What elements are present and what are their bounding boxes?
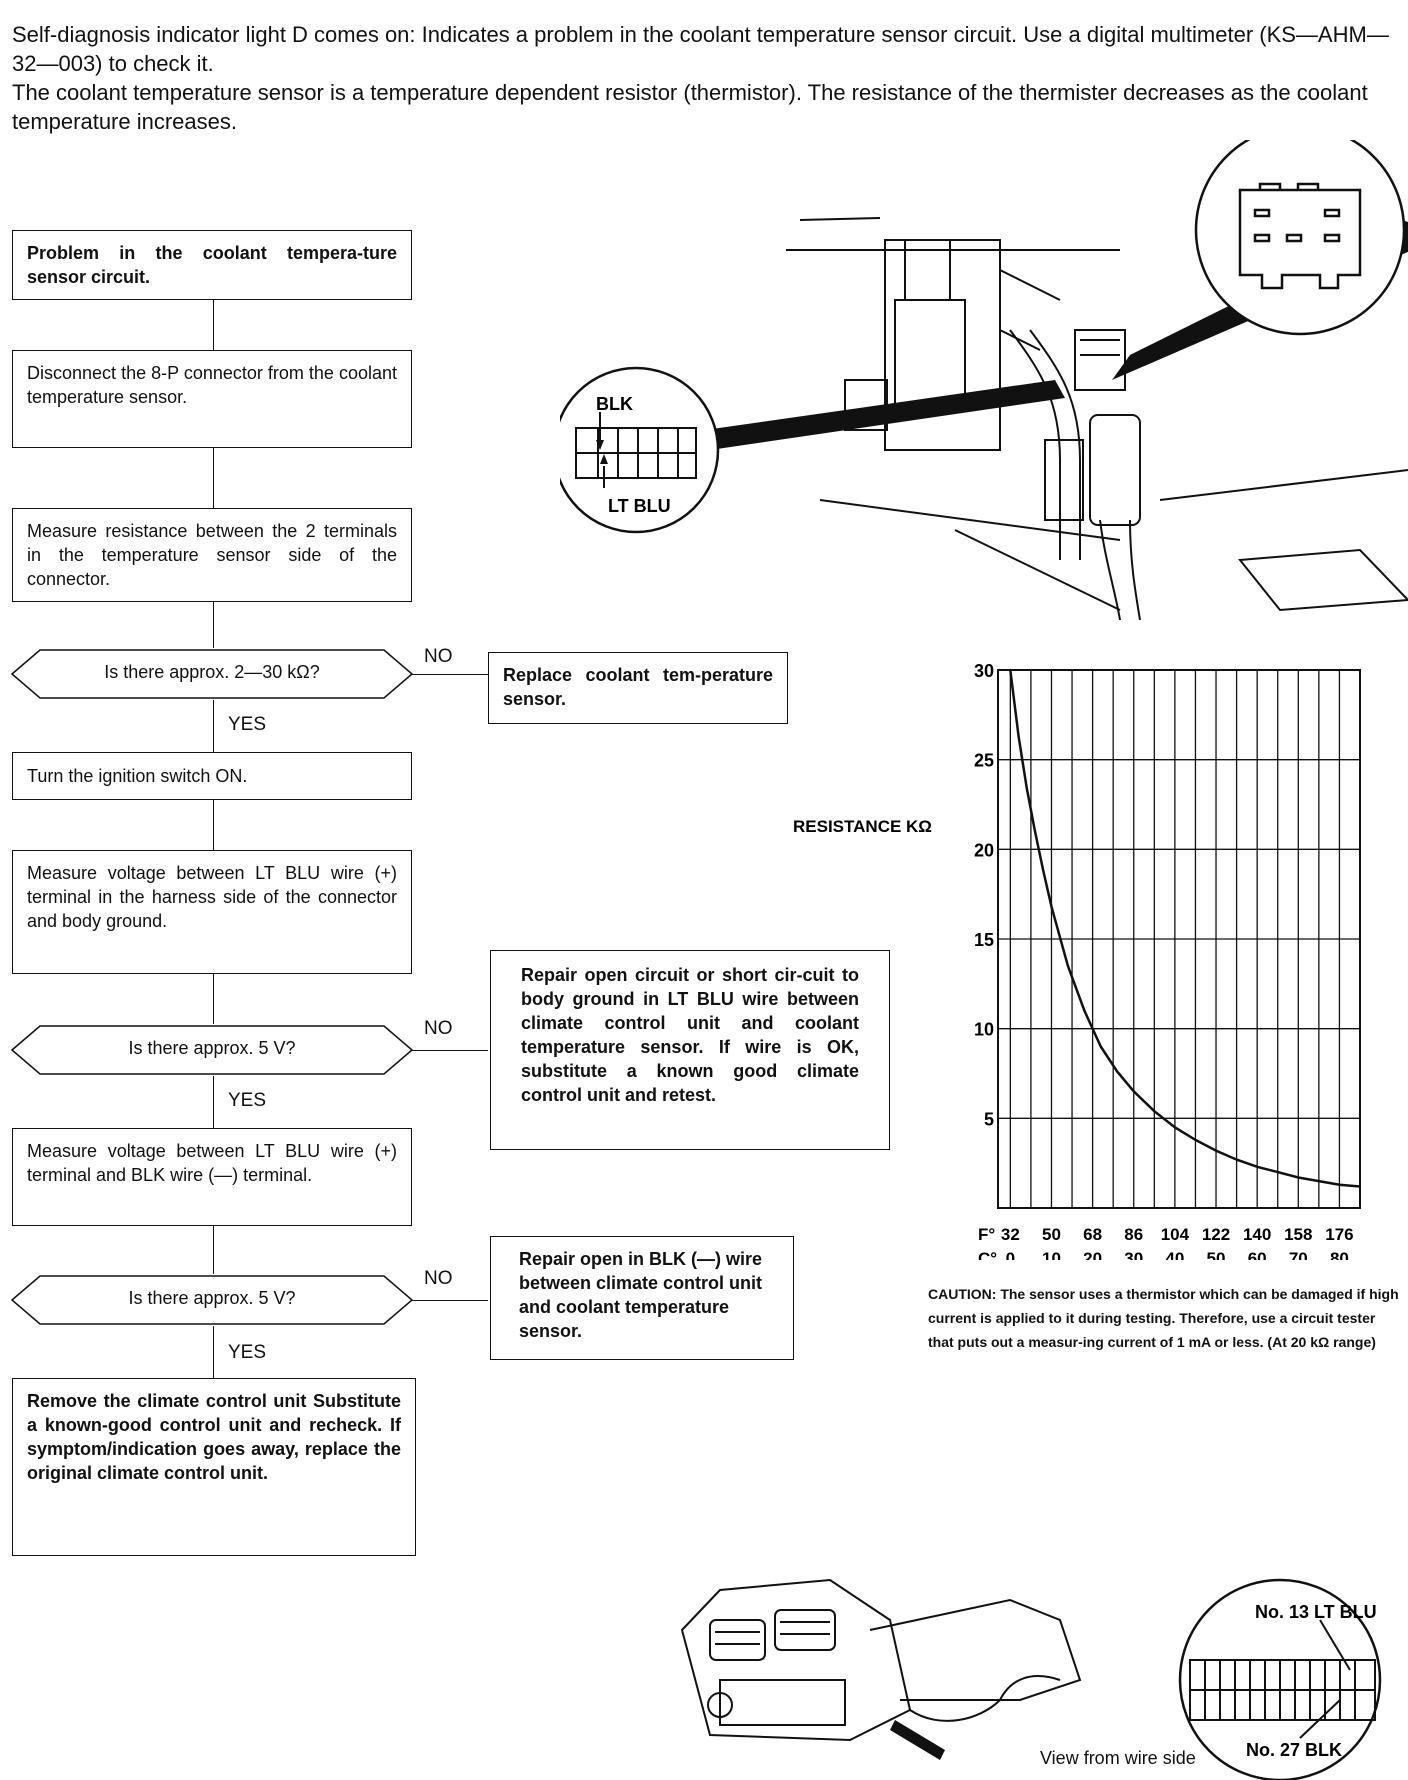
flow-connector xyxy=(213,1326,214,1378)
decision-2-text: Is there approx. 5 V? xyxy=(128,1038,296,1058)
chart-xtick-c-label: 70 xyxy=(1289,1249,1308,1260)
decision-3-text: Is there approx. 5 V? xyxy=(128,1288,296,1308)
chart-ytick-label: 30 xyxy=(974,661,994,681)
chart-xtick-f-label: 68 xyxy=(1083,1225,1102,1244)
no-label-1: NO xyxy=(424,646,453,667)
flow-action-replace-sensor: Replace coolant tem-perature sensor. xyxy=(488,652,788,724)
chart-xtick-c-label: 50 xyxy=(1207,1249,1226,1260)
chart-xtick-f-label: 176 xyxy=(1325,1225,1353,1244)
chart-xtick-c-label: 30 xyxy=(1124,1249,1143,1260)
chart-xtick-c-label: 60 xyxy=(1248,1249,1267,1260)
intro-text: Self-diagnosis indicator light D comes o… xyxy=(12,20,1392,136)
flow-connector xyxy=(213,974,214,1024)
flow-step-disconnect: Disconnect the 8-P connector from the co… xyxy=(12,350,412,448)
chart-xtick-f-label: 104 xyxy=(1161,1225,1190,1244)
flow-connector-no xyxy=(412,674,488,675)
flow-connector-no xyxy=(412,1300,488,1301)
flow-step-problem: Problem in the coolant tempera-ture sens… xyxy=(12,230,412,300)
caution-note: CAUTION: The sensor uses a thermistor wh… xyxy=(928,1286,1399,1350)
bottom-ltblu-label: No. 13 LT BLU xyxy=(1255,1602,1377,1622)
chart-xtick-f-label: 158 xyxy=(1284,1225,1312,1244)
intro-line-2: The coolant temperature sensor is a temp… xyxy=(12,80,1368,134)
flow-connector-no xyxy=(412,1050,488,1051)
flow-connector xyxy=(213,800,214,850)
flow-step-measure-voltage-ground: Measure voltage between LT BLU wire (+) … xyxy=(12,850,412,974)
no-label-2: NO xyxy=(424,1018,453,1039)
resistance-curve xyxy=(1009,669,1361,1188)
connector-blk-label: BLK xyxy=(596,394,633,414)
climate-unit-illustration: No. 13 LT BLU No. 27 BLK xyxy=(680,1578,1382,1780)
flow-connector xyxy=(213,1226,214,1274)
flow-action-repair-ltblu: Repair open circuit or short cir-cuit to… xyxy=(490,950,890,1150)
chart-ytick-label: 20 xyxy=(974,840,994,860)
flow-step-substitute-unit: Remove the climate control unit Substitu… xyxy=(12,1378,416,1556)
resistance-chart: RESISTANCE KΩ 30 25 20 15 10 5 32 0 50 10 68 20 86 3… xyxy=(793,661,1361,1260)
flow-connector xyxy=(213,602,214,648)
flow-action-repair-blk: Repair open in BLK (—) wire between clim… xyxy=(490,1236,794,1360)
flow-connector xyxy=(213,448,214,508)
chart-xtick-c-label: 10 xyxy=(1042,1249,1061,1260)
chart-xlabel-c: C° xyxy=(978,1249,997,1260)
chart-ytick-label: 15 xyxy=(974,930,994,950)
chart-xtick-c-label: 20 xyxy=(1083,1249,1102,1260)
flow-connector xyxy=(213,1076,214,1128)
chart-xtick-f-label: 122 xyxy=(1202,1225,1230,1244)
flow-step-ignition-on: Turn the ignition switch ON. xyxy=(12,752,412,800)
flow-connector xyxy=(213,700,214,752)
wire-side-caption: View from wire side xyxy=(1040,1748,1196,1768)
yes-label-3: YES xyxy=(228,1342,267,1363)
flow-step-measure-resistance: Measure resistance between the 2 termina… xyxy=(12,508,412,602)
sensor-location-illustration: BLK LT BLU xyxy=(560,140,1408,621)
yes-label-1: YES xyxy=(228,714,267,735)
chart-xtick-c-label: 40 xyxy=(1165,1249,1184,1260)
flow-step-measure-voltage-blk: Measure voltage between LT BLU wire (+) … xyxy=(12,1128,412,1226)
chart-ytick-label: 10 xyxy=(974,1020,994,1040)
chart-xtick-c-label: 80 xyxy=(1330,1249,1349,1260)
chart-ylabel: RESISTANCE KΩ xyxy=(793,817,932,836)
yes-label-2: YES xyxy=(228,1090,267,1111)
chart-ytick-label: 25 xyxy=(974,751,994,771)
chart-xtick-c-label: 0 xyxy=(1006,1249,1015,1260)
chart-xtick-f-label: 50 xyxy=(1042,1225,1061,1244)
chart-xtick-f-label: 32 xyxy=(1001,1225,1020,1244)
chart-xlabel-f: F° xyxy=(978,1225,995,1244)
flow-connector xyxy=(213,300,214,350)
chart-xtick-f-label: 140 xyxy=(1243,1225,1271,1244)
decision-1-text: Is there approx. 2—30 kΩ? xyxy=(104,662,320,682)
connector-ltblu-label: LT BLU xyxy=(608,496,671,516)
bottom-blk-label: No. 27 BLK xyxy=(1246,1740,1342,1760)
no-label-3: NO xyxy=(424,1268,453,1289)
chart-xtick-f-label: 86 xyxy=(1124,1225,1143,1244)
intro-line-1: Self-diagnosis indicator light D comes o… xyxy=(12,22,1389,76)
chart-ytick-label: 5 xyxy=(984,1109,994,1129)
